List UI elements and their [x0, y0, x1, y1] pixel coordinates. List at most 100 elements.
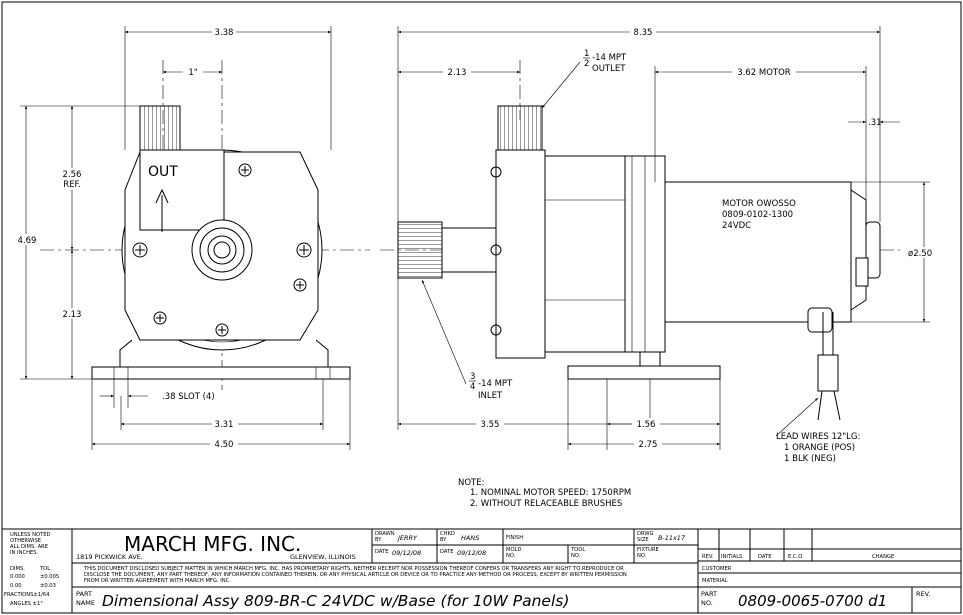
tol-row1-tol: ±0.005 [40, 574, 59, 580]
fixture-label-1: FIXTURE [637, 547, 659, 553]
mold-label-1: MOLD [506, 547, 521, 553]
drawn-by: JERRY [396, 534, 418, 542]
outlet-line2: OUTLET [592, 64, 626, 74]
dim-total-height: 4.69 [18, 236, 37, 246]
part-name-label-1: PART [76, 590, 92, 598]
dim-front-width: 3.38 [215, 28, 234, 38]
callouts: 1 2 -14 MPT OUTLET 3 4 -14 MPT INLET MOT… [421, 49, 860, 464]
tol-row2-dims: 0.00 [10, 583, 22, 589]
outlet-line1: -14 MPT [592, 53, 627, 63]
dim-lower-height: 2.13 [63, 310, 82, 320]
part-name: Dimensional Assy 809-BR-C 24VDC w/Base (… [102, 592, 569, 610]
rev-header-rev: REV. [702, 554, 714, 560]
dim-base-length-side: 2.75 [639, 440, 658, 450]
side-outlet-port [497, 105, 543, 151]
chkd-label-2: BY [440, 537, 447, 543]
note-2: 2. WITHOUT RELACEABLE BRUSHES [470, 499, 622, 509]
front-base-plate [91, 366, 351, 380]
tol-tol-label: TOL. [39, 566, 52, 572]
part-no-label-1: PART [701, 590, 717, 598]
tool-label-1: TOOL [570, 547, 585, 553]
company-address: 1819 PICKWICK AVE. [76, 553, 143, 561]
disclaimer-3: FROM OR WRITTEN AGREEMENT WITH MARCH MFG… [84, 578, 231, 584]
inlet-frac-den: 4 [470, 382, 475, 392]
front-screws [132, 163, 312, 337]
drawn-label-1: DRAWN [375, 531, 395, 537]
front-outlet-port [139, 105, 181, 151]
dim-total-length: 8.35 [634, 28, 653, 38]
rev-header-change: CHANGE [872, 554, 894, 560]
motor-line3: 24VDC [722, 221, 751, 231]
side-inlet-port [397, 221, 443, 279]
mold-label-2: NO. [506, 553, 516, 559]
chkd-label-1: CHKD [440, 531, 455, 537]
company-name: MARCH MFG. INC. [124, 532, 301, 556]
dim-outlet-offset: 2.13 [448, 68, 467, 78]
side-view [380, 60, 900, 421]
date-drawn-label: DATE [375, 549, 389, 555]
part-no-label-2: NO. [701, 599, 713, 607]
drwg-size: B-11x17 [658, 534, 686, 542]
dim-slot: .38 SLOT (4) [162, 392, 215, 402]
motor-line1: MOTOR OWOSSO [722, 199, 796, 209]
customer-label: CUSTOMER [702, 566, 732, 572]
dim-motor-dia: ø2.50 [908, 249, 932, 259]
notes-heading: NOTE: [458, 478, 484, 488]
inlet-line1: -14 MPT [478, 379, 513, 389]
tol-row2-tol: ±0.03 [40, 583, 56, 589]
rev-header-date: DATE [758, 554, 772, 560]
dim-motor-length: 3.62 MOTOR [737, 68, 791, 78]
dim-upper-height-ref: REF. [63, 180, 81, 190]
company-city: GLENVIEW, ILLINOIS [290, 553, 356, 561]
part-number: 0809-0065-0700 d1 [738, 592, 887, 610]
title-block: UNLESS NOTED OTHERWISE ALL DIMS. ARE IN … [1, 528, 962, 614]
date-chkd: 09/12/08 [457, 549, 486, 557]
fixture-label-2: NO. [637, 553, 647, 559]
tol-header-1: UNLESS NOTED [10, 532, 50, 538]
material-label: MATERIAL [702, 578, 728, 584]
flow-arrow-icon [155, 188, 169, 232]
dim-base-slot-side: 1.56 [637, 420, 656, 430]
side-motor [664, 181, 852, 323]
tol-fractions: FRACTIONS±1/64 [4, 592, 50, 598]
dim-upper-height: 2.56 [63, 170, 82, 180]
side-base-plate [567, 365, 721, 380]
date-chkd-label: DATE [440, 549, 454, 555]
lead-line3: 1 BLK (NEG) [784, 454, 836, 464]
rev-header-initials: INITIALS [721, 554, 742, 560]
lead-line1: LEAD WIRES 12"LG: [776, 432, 860, 442]
front-dimensions: 3.38 1" 2.56 REF. 2.13 4.69 .38 SLOT (4)… [14, 26, 351, 450]
chkd-by: HANS [461, 534, 479, 542]
outlet-frac-num: 1 [584, 49, 589, 59]
side-dimensions: 8.35 2.13 3.62 MOTOR .31 ø2.50 3.55 1.56… [397, 26, 956, 450]
notes: NOTE: 1. NOMINAL MOTOR SPEED: 1750RPM 2.… [458, 478, 631, 509]
drawn-label-2: BY [375, 537, 382, 543]
inlet-line2: INLET [478, 391, 503, 401]
part-name-label-2: NAME [76, 599, 95, 607]
lead-line2: 1 ORANGE (POS) [784, 443, 855, 453]
disclaimer-1: THIS DOCUMENT DISCLOSED SUBJECT MATTER I… [83, 566, 624, 572]
rev-label: REV. [916, 590, 930, 598]
date-drawn: 09/12/08 [392, 549, 421, 557]
finish-label: FINISH [506, 535, 523, 541]
dim-inlet-to-base: 3.55 [481, 420, 500, 430]
tol-row1-dims: 0.000 [10, 574, 25, 580]
tol-angles: ANGLES ±1° [10, 601, 43, 607]
lead-wires [807, 307, 841, 421]
tol-header-4: IN INCHES. [10, 550, 39, 556]
out-label: OUT [148, 164, 178, 180]
inlet-frac-num: 3 [470, 372, 475, 382]
side-pump-head [495, 149, 546, 359]
note-1: 1. NOMINAL MOTOR SPEED: 1750RPM [470, 488, 631, 498]
drwg-label-1: DRWG [637, 531, 654, 537]
dim-port-offset: 1" [188, 68, 197, 78]
dim-base-slot-span: 3.31 [215, 420, 234, 430]
front-hub [191, 219, 253, 281]
disclaimer-2: DISCLOSE THE DOCUMENT, ANY PART THEREOF,… [84, 572, 627, 578]
dim-motor-end: .31 [868, 118, 882, 128]
tool-label-2: NO. [571, 553, 581, 559]
dim-base-width: 4.50 [215, 440, 234, 450]
tol-header-3: ALL DIMS. ARE [10, 544, 48, 550]
rev-header-eco: E.C.O. [788, 554, 804, 560]
